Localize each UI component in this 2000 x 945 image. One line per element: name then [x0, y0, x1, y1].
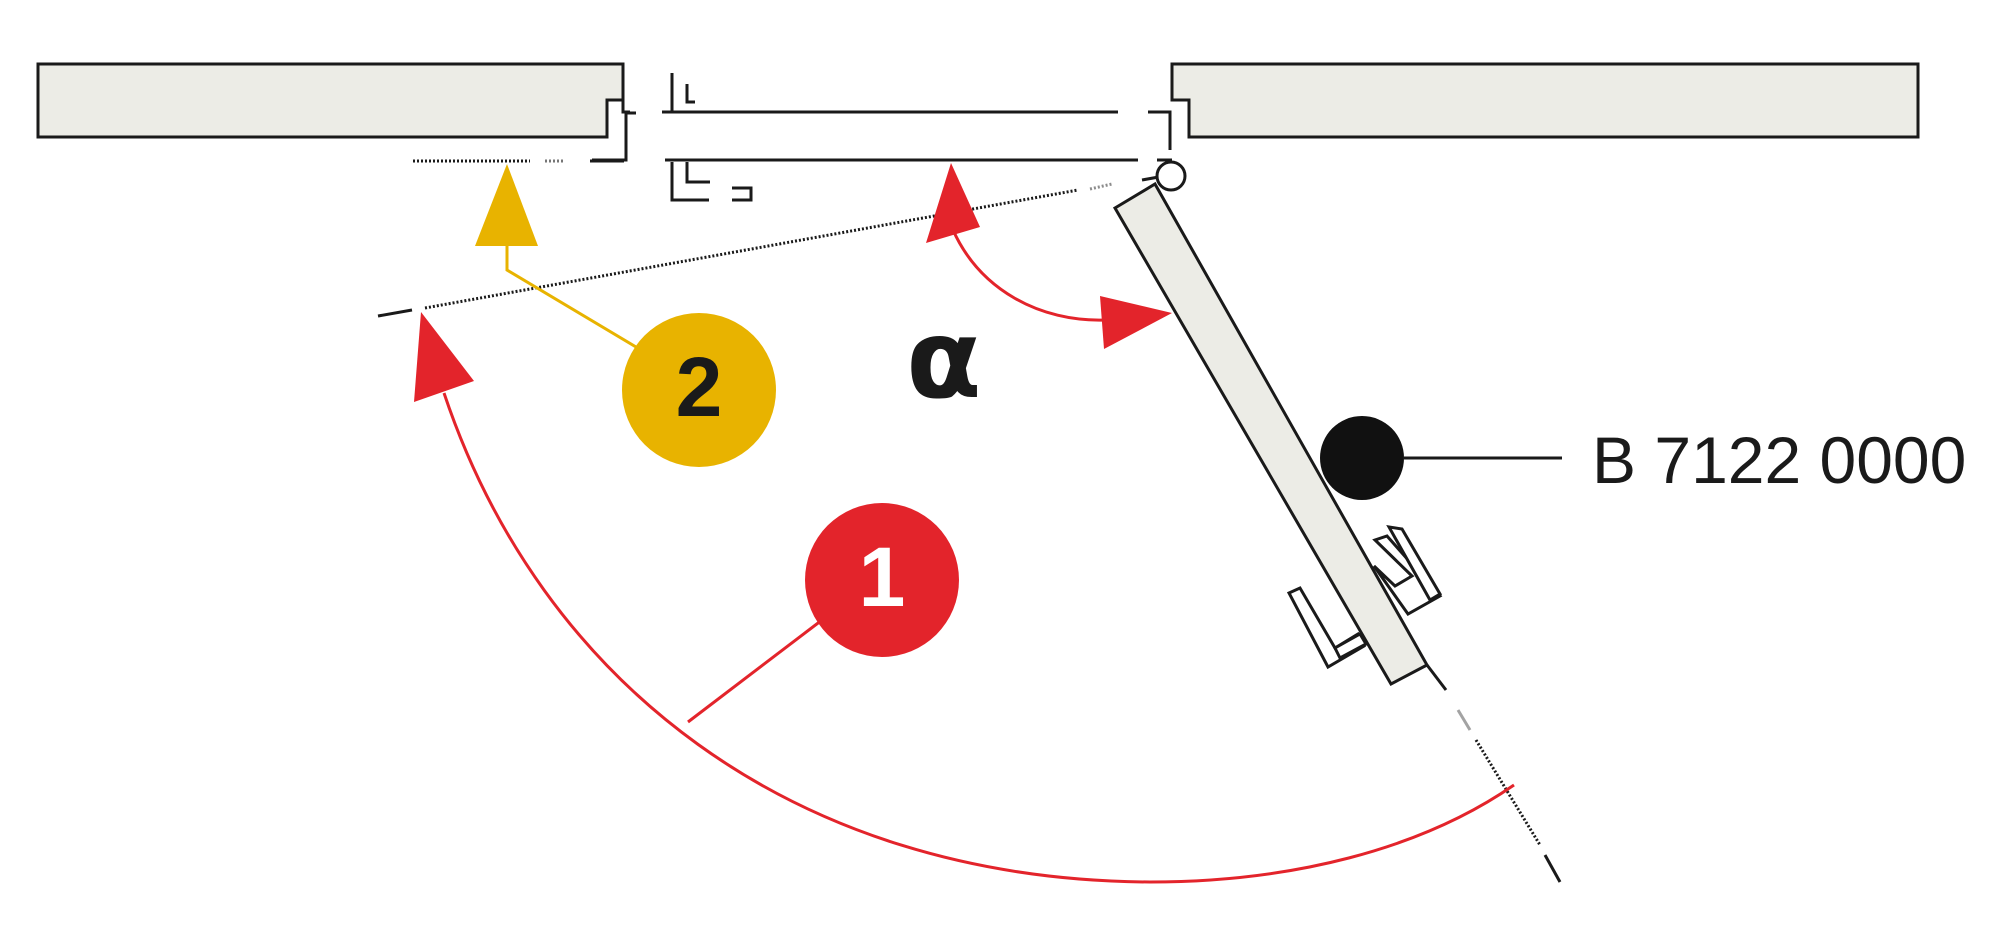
- part-marker-dot: [1320, 416, 1404, 500]
- alpha-angle-arc: [951, 229, 1106, 322]
- alpha-arrow-up: [926, 163, 980, 243]
- callout-2-leader: [505, 246, 637, 349]
- clearance-arrow: [475, 164, 538, 246]
- callout-1-number: 1: [859, 530, 906, 624]
- callout-1-circle: [805, 503, 959, 657]
- callout-1-leader: [687, 618, 823, 724]
- door-extension-line: [1425, 664, 1562, 883]
- door-frame: [592, 73, 1172, 202]
- callout-2-number: 2: [676, 340, 723, 434]
- alpha-label: α: [906, 295, 982, 423]
- door-handle: [1286, 525, 1443, 670]
- alpha-arrow-right: [1100, 296, 1172, 349]
- callout-2-circle: [622, 313, 776, 467]
- left-wall: [36, 62, 625, 139]
- hinge-pivot: [1155, 160, 1187, 192]
- door-leaf: [1112, 181, 1430, 686]
- opening-arc: [442, 392, 1515, 884]
- part-number-label: B 7122 0000: [1592, 423, 1966, 497]
- right-wall: [1170, 62, 1920, 139]
- opening-arc-arrow: [414, 312, 474, 402]
